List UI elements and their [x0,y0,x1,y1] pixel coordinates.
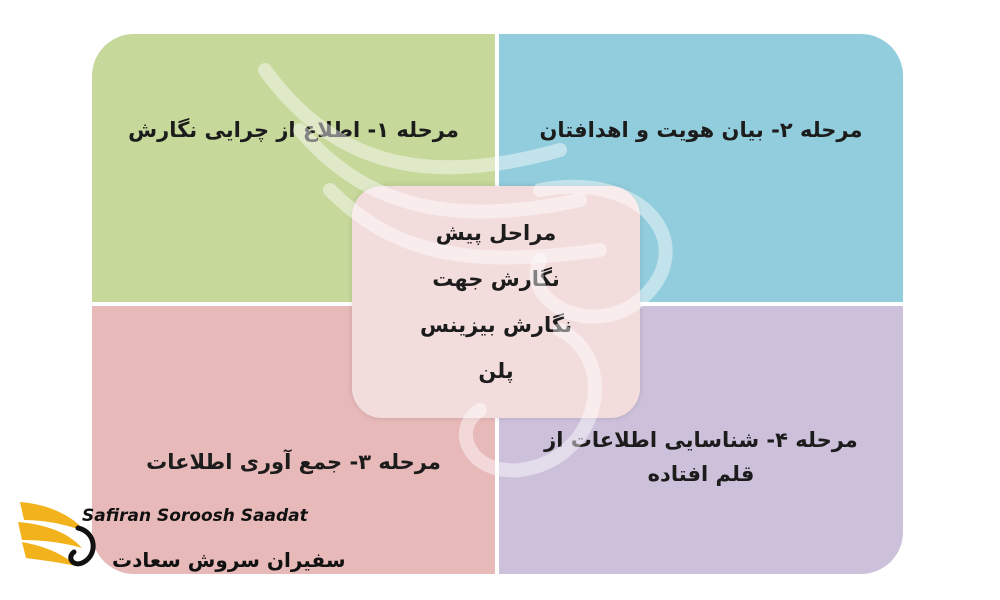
center-label: مراحل پیش نگارش جهت نگارش بیزینس پلن [419,220,573,384]
center-box: مراحل پیش نگارش جهت نگارش بیزینس پلن [352,186,640,418]
stage-1-box: مرحله ۱- اطلاع از چرایی نگارش [92,34,495,302]
logo-wing-icon [18,502,96,567]
stage-4-label: مرحله ۴- شناسایی اطلاعات از قلم افتاده [544,428,858,486]
logo-name-en: Safiran Soroosh Saadat [82,506,308,526]
stage-3-label: مرحله ۳- جمع آوری اطلاعات [146,450,441,474]
logo-name-fa: سفیران سروش سعادت [112,548,346,572]
stage-1-label: مرحله ۱- اطلاع از چرایی نگارش [128,118,459,142]
stage-2-label: مرحله ۲- بیان هویت و اهدافتان [539,118,863,142]
